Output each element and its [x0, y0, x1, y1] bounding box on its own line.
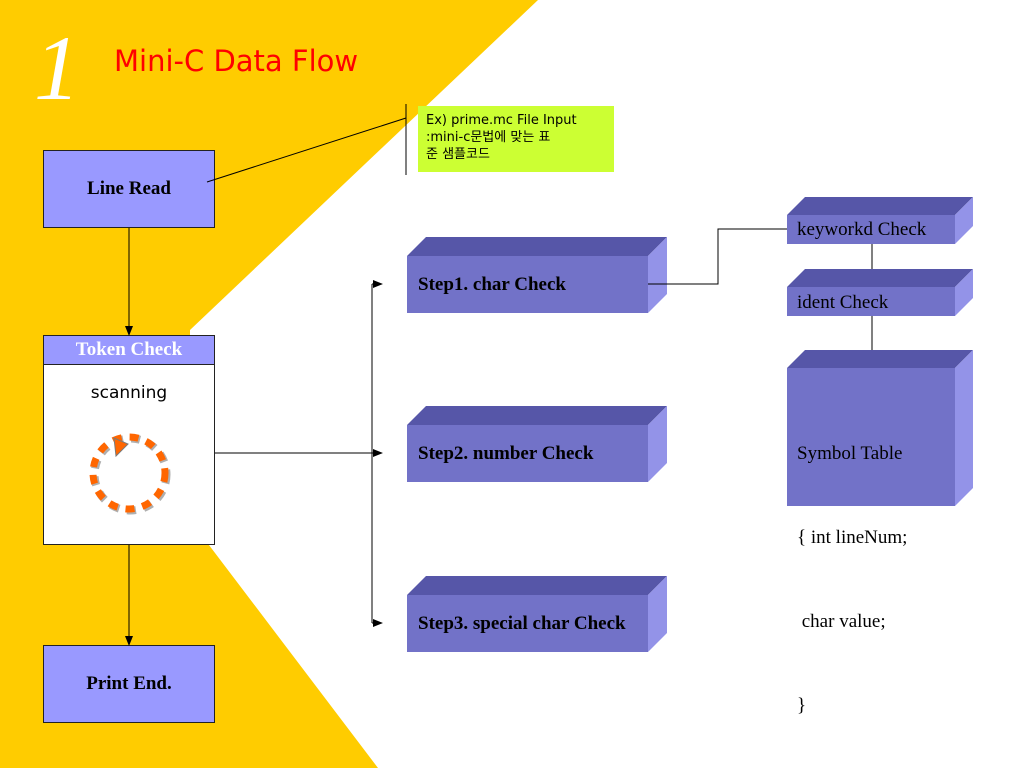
token-check-header: Token Check [44, 336, 214, 365]
print-end-box: Print End. [43, 645, 215, 723]
symbol-table-text: Symbol Table { int lineNum; char value; … [797, 384, 907, 748]
ident-check-label: ident Check [797, 292, 889, 313]
print-end-label: Print End. [86, 673, 172, 694]
symbol-table-line: Symbol Table [797, 443, 903, 464]
note-line: :mini-c문법에 맞는 표 [426, 130, 551, 145]
step3-label: Step3. special char Check [418, 613, 626, 634]
symbol-table-line: { int lineNum; [797, 527, 908, 548]
line-read-box: Line Read [43, 150, 215, 228]
step2-label: Step2. number Check [418, 443, 594, 464]
symbol-table-line: char value; [797, 611, 886, 632]
note-line: Ex) prime.mc File Input [426, 113, 577, 128]
refresh-icon [89, 433, 171, 515]
scanning-label: scanning [90, 383, 168, 403]
input-note: Ex) prime.mc File Input :mini-c문법에 맞는 표 … [418, 106, 614, 172]
symbol-table-line: } [797, 695, 807, 716]
step1-label: Step1. char Check [418, 274, 566, 295]
keyword-check-label: keyworkd Check [797, 219, 927, 240]
token-check-box: Token Check scanning [43, 335, 215, 545]
slide-number: 1 [34, 17, 80, 119]
line-read-label: Line Read [87, 178, 171, 199]
note-line: 준 샘플코드 [426, 147, 490, 162]
slide-title: Mini-C Data Flow [114, 44, 359, 78]
